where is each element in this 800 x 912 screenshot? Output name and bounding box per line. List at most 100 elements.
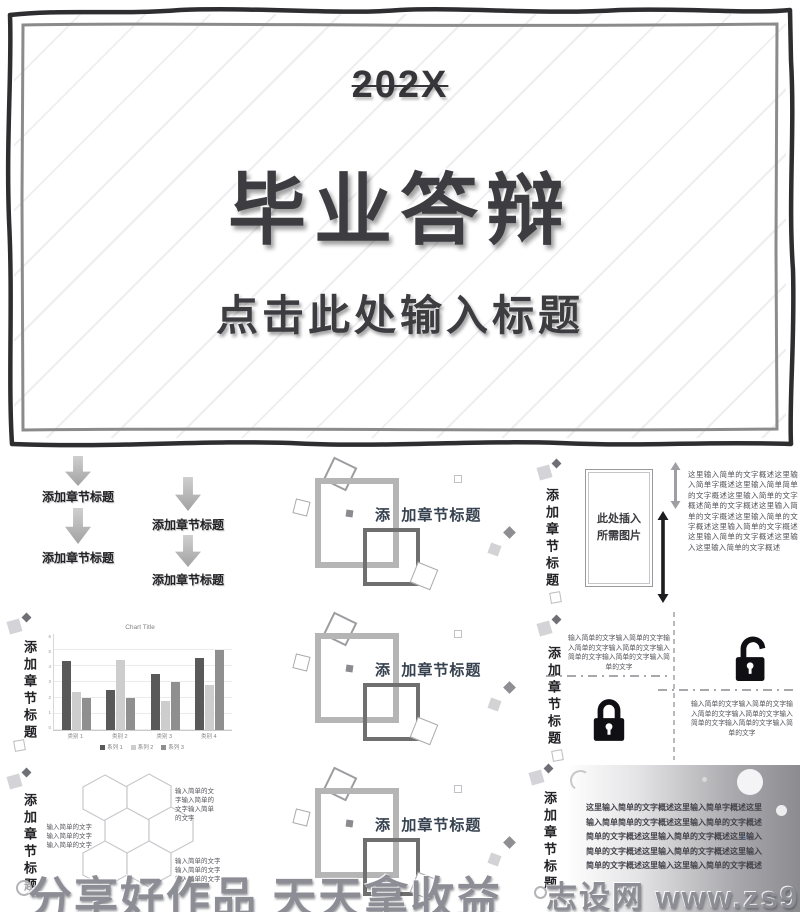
deco-diamond-icon xyxy=(21,767,32,778)
deco-square-icon xyxy=(13,739,26,752)
deco-square-icon xyxy=(487,542,502,557)
flow-step-label: 添加章节标题 xyxy=(42,551,115,565)
cover-year: 202X xyxy=(351,64,449,106)
hex-label: 输入简单的文字输入简单的文字输入简单的文字 xyxy=(46,824,93,849)
deco-square-icon xyxy=(487,697,502,712)
body-text: 输入简单的文字输入简单的文字输入简单的文字输入简单的文字输入简单的文字输入简单的… xyxy=(568,635,670,671)
slide-thumbnail-divider: 添 加章节标题 xyxy=(265,455,530,610)
overlap-square-dark xyxy=(363,528,420,586)
section-divider-title: 添 加章节标题 xyxy=(375,817,482,834)
flow-step-label: 添加章节标题 xyxy=(152,573,225,587)
down-arrow-icon xyxy=(65,456,91,486)
deco-square-icon xyxy=(549,591,562,604)
slide-thumbnail-flow: 添加章节标题 添加章节标题 添加章节标题 添加章节标题 xyxy=(0,455,265,610)
section-divider-title: 添 加章节标题 xyxy=(375,507,482,524)
deco-diamond-icon xyxy=(551,458,562,469)
down-arrow-icon xyxy=(65,508,91,544)
image-placeholder-text: 此处插入 xyxy=(597,513,641,525)
deco-square-icon xyxy=(345,819,354,828)
deco-circle-icon xyxy=(776,805,787,816)
sketch-border xyxy=(5,7,796,448)
deco-circle-icon xyxy=(702,777,707,782)
section-title-vertical: 添加章节标题 xyxy=(546,646,561,748)
overlap-square-dark xyxy=(363,683,420,741)
gradient-background xyxy=(568,765,800,912)
body-text-line: 这里输入简单的文字概述这里输入简单字概述这里 xyxy=(586,803,762,812)
honeycomb-hexagons xyxy=(82,773,194,888)
deco-circle-icon xyxy=(737,769,763,795)
slide-thumbnail-hexagons: 添加章节标题 输入简单的文字输入简单的文字输入简单的文字 输入简单的文字输入简单… xyxy=(0,765,265,912)
slide-thumbnail-gradient: 添加章节标题 这里输入简单的文字概述这里输入简单字概述这里 输入简单简单的文字概… xyxy=(528,763,800,912)
overlap-square-light xyxy=(315,788,399,878)
section-divider-title: 添 加章节标题 xyxy=(375,662,482,679)
cover-subtitle-placeholder: 点击此处输入标题 xyxy=(215,292,584,339)
hex-label: 输入简单的文字输入简单的文字输入简单的文字 xyxy=(175,788,214,822)
deco-square-icon xyxy=(503,681,516,694)
flow-step-label: 添加章节标题 xyxy=(42,490,115,504)
deco-square-icon xyxy=(528,769,545,786)
chart-title: Chart Title xyxy=(125,624,155,631)
deco-square-icon xyxy=(503,836,516,849)
slide-thumbnail-locks: 添加章节标题 输入简单的文字输入简单的文字输入简单的文字输入简单的文字输入简单的… xyxy=(530,610,800,765)
watermark-left: 分享好作品 天天拿收益 xyxy=(28,874,503,912)
section-title-vertical: 添加章节标题 xyxy=(22,640,37,742)
section-title-vertical: 添加章节标题 xyxy=(542,791,557,893)
body-text-line: 简单的文字概述这里输入简单的文字概述这里输入 xyxy=(586,846,762,856)
chart-plot xyxy=(53,634,232,731)
flow-step-label: 添加章节标题 xyxy=(152,518,225,532)
unlocked-padlock-icon xyxy=(735,636,766,681)
section-title-vertical: 添加章节标题 xyxy=(544,488,559,590)
down-arrow-icon xyxy=(175,535,201,567)
page-title: 毕业答辩 xyxy=(227,166,572,254)
deco-square-icon xyxy=(503,526,516,539)
section-title-vertical: 添加章节标题 xyxy=(22,793,37,895)
locked-padlock-icon xyxy=(593,699,625,741)
body-text-line: 简单的文字概述这里输入这里输入简单的文字概述 xyxy=(586,861,762,871)
deco-square-icon xyxy=(454,785,462,793)
image-placeholder-frame: 此处插入 所需图片 xyxy=(585,469,653,587)
deco-square-icon xyxy=(292,653,311,672)
deco-square-icon xyxy=(454,475,462,483)
overlap-square-dark xyxy=(363,838,420,896)
slide-thumbnail-divider: 添 加章节标题 xyxy=(265,765,530,912)
down-arrow-icon xyxy=(175,477,201,511)
cover-slide: 202X 毕业答辩 点击此处输入标题 xyxy=(0,0,800,455)
watermark-site-url: 志设网 www.zs9.com xyxy=(546,880,800,912)
body-text: 这里输入简单的文字概述这里输入简单字概述这里 输入简单简单的文字概述这里输入简单… xyxy=(586,801,774,874)
slide-thumbnail-divider: 添 加章节标题 xyxy=(265,610,530,765)
deco-diamond-icon xyxy=(543,763,554,774)
sketch-border-inner xyxy=(20,22,779,432)
deco-square-icon xyxy=(292,498,311,517)
dashed-divider-lines xyxy=(546,612,796,760)
deco-square-icon xyxy=(292,808,311,827)
double-arrow-vertical-black-icon xyxy=(657,511,669,603)
deco-cluster xyxy=(6,612,38,642)
image-placeholder: 此处插入 所需图片 xyxy=(588,472,650,584)
deco-square-icon xyxy=(6,618,23,635)
body-text-line: 简单的文字概述这里输入简单的文字概述这里输入 xyxy=(586,832,762,842)
sketch-border-outer xyxy=(5,7,796,448)
body-text-line: 输入简单简单的文字概述这里输入简单的文字概述 xyxy=(586,817,762,827)
deco-cluster xyxy=(528,763,560,793)
deco-diamond-icon xyxy=(21,612,32,623)
deco-square-icon xyxy=(536,464,553,481)
watermark-ring-icon xyxy=(16,880,32,896)
overlap-square-light xyxy=(315,478,399,568)
deco-square-icon xyxy=(345,509,354,518)
deco-square-icon xyxy=(454,630,462,638)
body-text: 这里输入简单的文字概述这里输入简单字概述这里输入简单简单的文字概述这里输入简单的… xyxy=(688,470,798,552)
deco-square-icon xyxy=(6,773,23,790)
overlap-square-light xyxy=(315,633,399,723)
image-placeholder-text: 所需图片 xyxy=(597,530,641,542)
watermark-ring-icon xyxy=(534,886,547,899)
deco-circle-icon xyxy=(742,835,747,840)
hex-label: 输入简单的文字输入简单的文字输入简单的文字 xyxy=(175,858,221,883)
body-text: 输入简单的文字输入简单的文字输入简单的文字输入简单的文字输入简单的文字输入简单的… xyxy=(691,701,793,737)
diagonal-hatch-background xyxy=(14,14,786,438)
